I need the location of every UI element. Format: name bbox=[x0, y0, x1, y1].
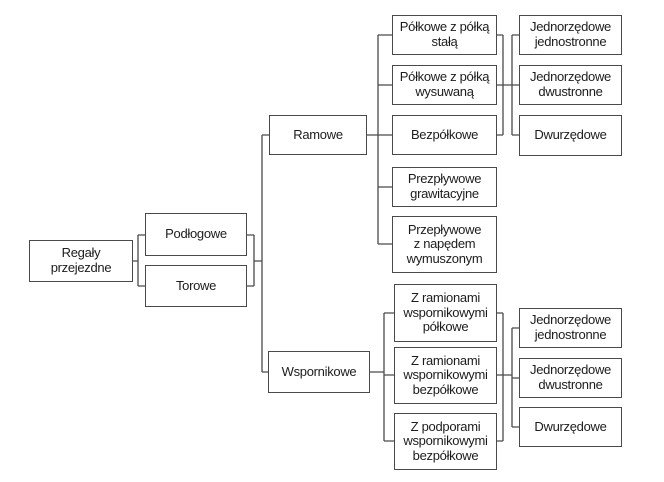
node-z-podporami-wspornikowymi-bezpolkowe: Z podporami wspornikowymi bezpółkowe bbox=[394, 413, 497, 470]
node-polkowe-z-polka-wysuwana: Półkowe z półką wysuwaną bbox=[392, 65, 497, 105]
node-jednorzedowe-jednostronne-top: Jednorzędowe jednostronne bbox=[519, 15, 622, 55]
node-ramowe: Ramowe bbox=[269, 115, 367, 155]
node-podlogowe: Podłogowe bbox=[145, 213, 247, 256]
node-z-ramionami-wspornikowymi-bezpolkowe: Z ramionami wspornikowymi bezpółkowe bbox=[394, 347, 497, 404]
node-dwurzedowe-top: Dwurzędowe bbox=[519, 115, 622, 156]
node-torowe: Torowe bbox=[145, 265, 247, 307]
node-wspornikowe: Wspornikowe bbox=[268, 351, 370, 393]
node-jednorzedowe-jednostronne-bottom: Jednorzędowe jednostronne bbox=[519, 308, 622, 348]
node-jednorzedowe-dwustronne-top: Jednorzędowe dwustronne bbox=[519, 65, 622, 105]
node-przeplywowe-grawitacyjne: Prezpływowe grawitacyjne bbox=[392, 167, 497, 207]
node-polkowe-z-polka-stala: Półkowe z półką stałą bbox=[392, 15, 497, 55]
node-bezpolkowe: Bezpółkowe bbox=[392, 115, 497, 155]
node-dwurzedowe-bottom: Dwurzędowe bbox=[519, 407, 622, 447]
node-przeplywowe-z-napedem-wymuszonym: Przepływowe z napędem wymuszonym bbox=[392, 216, 497, 273]
node-jednorzedowe-dwustronne-bottom: Jednorzędowe dwustronne bbox=[519, 358, 622, 398]
node-regaly-przejezdne: Regały przejezdne bbox=[29, 240, 133, 282]
node-z-ramionami-wspornikowymi-polkowe: Z ramionami wspornikowymi półkowe bbox=[394, 284, 497, 342]
